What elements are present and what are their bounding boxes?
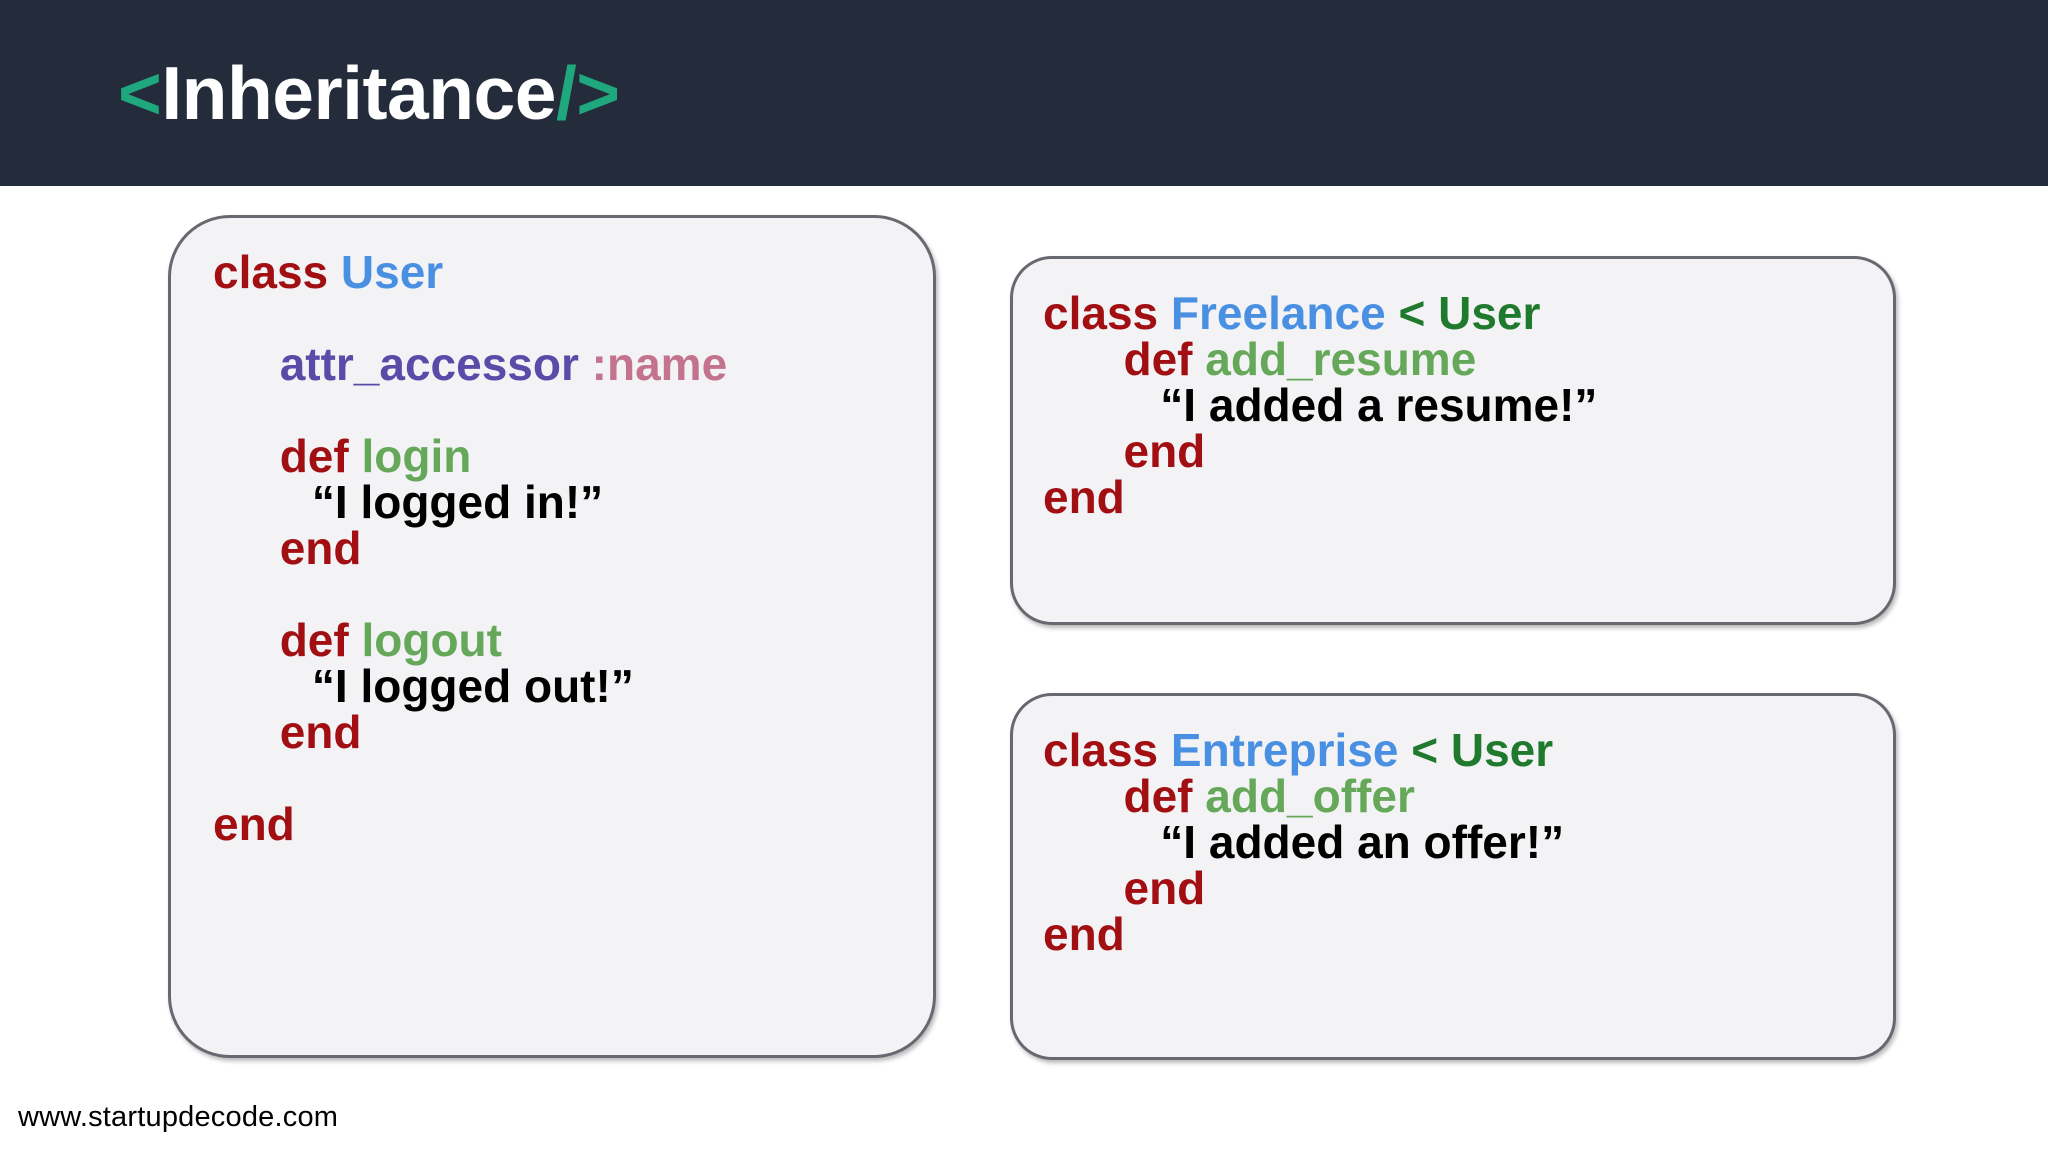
code-line: attr_accessor :name: [213, 332, 727, 390]
code-block-user: class User attr_accessor :name def login…: [213, 240, 727, 850]
code-line: end: [213, 700, 727, 758]
code-line: “I added an offer!”: [1043, 808, 1564, 868]
code-line: def login: [213, 424, 727, 482]
code-line: class Freelance < User: [1043, 279, 1597, 339]
code-line: def add_offer: [1043, 762, 1564, 822]
page-title: <Inheritance/>: [118, 55, 620, 131]
code-token-mth: logout: [361, 614, 502, 666]
code-token-mth: add_resume: [1205, 333, 1477, 385]
code-line: “I logged out!”: [213, 654, 727, 712]
code-token-kw: class: [213, 246, 341, 298]
code-line: end: [1043, 417, 1597, 477]
code-token-kw: end: [279, 706, 362, 758]
code-token-attr: attr_accessor: [279, 338, 592, 390]
code-token-kw: end: [1043, 908, 1125, 960]
code-token-mth: login: [361, 430, 472, 482]
code-token-sym: :name: [591, 338, 728, 390]
code-token-kw: def: [1123, 770, 1206, 822]
code-token-kw: end: [213, 798, 295, 850]
code-token-kw: def: [279, 614, 362, 666]
code-token-kw: end: [279, 522, 362, 574]
code-token-cls: Freelance: [1170, 287, 1399, 339]
code-line: end: [213, 792, 727, 850]
code-token-str: “I added a resume!”: [1160, 379, 1598, 431]
code-token-kw: def: [279, 430, 362, 482]
code-line: def logout: [213, 608, 727, 666]
angle-bracket-open-icon: <: [118, 50, 162, 135]
code-line: def add_resume: [1043, 325, 1597, 385]
code-token-kw: end: [1123, 862, 1206, 914]
angle-bracket-close-icon: />: [555, 50, 620, 135]
code-line: “I added a resume!”: [1043, 371, 1597, 431]
code-card-user: class User attr_accessor :name def login…: [168, 215, 936, 1058]
code-line: end: [1043, 463, 1597, 523]
code-token-sup: < User: [1411, 724, 1554, 776]
code-line: end: [1043, 854, 1564, 914]
slide-header: <Inheritance/>: [0, 0, 2048, 186]
code-token-mth: add_offer: [1205, 770, 1415, 822]
code-token-kw: end: [1123, 425, 1206, 477]
code-line: end: [213, 516, 727, 574]
page-title-text: Inheritance: [161, 50, 556, 135]
code-token-str: “I added an offer!”: [1160, 816, 1565, 868]
code-line: end: [1043, 900, 1564, 960]
code-token-kw: end: [1043, 471, 1125, 523]
code-token-str: “I logged in!”: [311, 476, 604, 528]
code-token-str: “I logged out!”: [311, 660, 634, 712]
footer-website-url: www.startupdecode.com: [18, 1101, 339, 1133]
code-token-kw: class: [1043, 287, 1171, 339]
code-token-cls: Entreprise: [1170, 724, 1412, 776]
code-token-kw: class: [1043, 724, 1171, 776]
code-token-kw: def: [1123, 333, 1206, 385]
code-token-sup: < User: [1398, 287, 1541, 339]
code-token-cls: User: [340, 246, 444, 298]
code-line: class User: [213, 240, 727, 298]
code-line: class Entreprise < User: [1043, 716, 1564, 776]
code-line: “I logged in!”: [213, 470, 727, 528]
